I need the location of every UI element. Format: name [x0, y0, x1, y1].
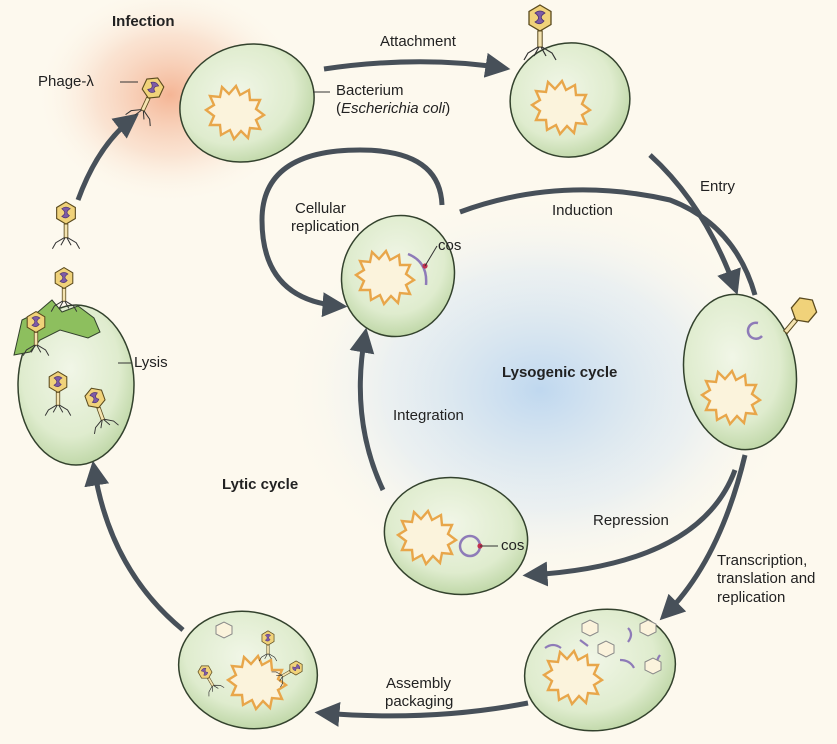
- assembly-cell: [177, 610, 319, 730]
- repression-label: Repression: [593, 512, 669, 529]
- injected-dna-icon: [746, 321, 763, 340]
- nucleoid-attachment: [529, 78, 593, 137]
- lysis-label: Lysis: [134, 354, 168, 371]
- nucleoid-bacterium: [203, 83, 267, 142]
- bacterium-cell: [179, 43, 315, 163]
- entry-phage-icon: [782, 297, 818, 335]
- phage-lambda-label: Phage-λ: [38, 73, 94, 90]
- replication-cell: [523, 608, 677, 732]
- nucleoid-prophage: [353, 248, 417, 307]
- cellular-replication-arrow: [259, 147, 445, 318]
- integration-arrow: [349, 327, 386, 492]
- induction-arrow: [459, 187, 758, 296]
- nucleoid-integration: [395, 508, 459, 567]
- paren-open: (: [336, 100, 341, 117]
- integration-label: Integration: [393, 407, 464, 424]
- bacterium-species-label: Escherichia coli: [341, 100, 446, 117]
- transcription-label-line2: translation and: [717, 570, 816, 587]
- lytic-cycle-label: Lytic cycle: [222, 476, 299, 493]
- cos-top-label: cos: [438, 237, 462, 254]
- transcription-arrow: [659, 454, 748, 621]
- assembly-label-line1: Assembly: [386, 675, 452, 692]
- free-phage-icon: [51, 201, 81, 250]
- nucleoid-replication: [541, 648, 605, 707]
- lysis-cell: [13, 267, 135, 466]
- entry-label: Entry: [700, 178, 736, 195]
- infection-arrow: [75, 113, 139, 201]
- attachment-label: Attachment: [380, 33, 456, 50]
- repression-arrow: [522, 469, 738, 587]
- lysis-arrow: [84, 460, 185, 632]
- cellular-replication-label-line2: replication: [291, 218, 360, 235]
- nucleoid-assembly: [225, 653, 289, 712]
- bacterium-label: Bacterium: [336, 82, 404, 99]
- attachment-cell: [509, 4, 631, 158]
- paren-close: ): [445, 100, 451, 117]
- cellular-replication-label-line1: Cellular: [295, 200, 346, 217]
- attachment-arrow: [323, 52, 511, 78]
- nucleoid-entry: [699, 368, 763, 427]
- transcription-label-line3: replication: [717, 589, 786, 606]
- prophage-cell: [340, 214, 456, 338]
- induction-label: Induction: [552, 202, 613, 219]
- cos-bottom-label: cos: [501, 537, 525, 554]
- infection-label: Infection: [112, 13, 175, 30]
- lysogenic-cycle-label: Lysogenic cycle: [502, 364, 618, 381]
- entry-cell: [682, 293, 818, 451]
- transcription-label-line1: Transcription,: [717, 552, 808, 569]
- bacterium-species-line: (Escherichia coli): [336, 100, 450, 118]
- integration-cell: [383, 476, 529, 596]
- assembly-arrow: [314, 700, 529, 727]
- assembly-label-line2: packaging: [385, 693, 454, 710]
